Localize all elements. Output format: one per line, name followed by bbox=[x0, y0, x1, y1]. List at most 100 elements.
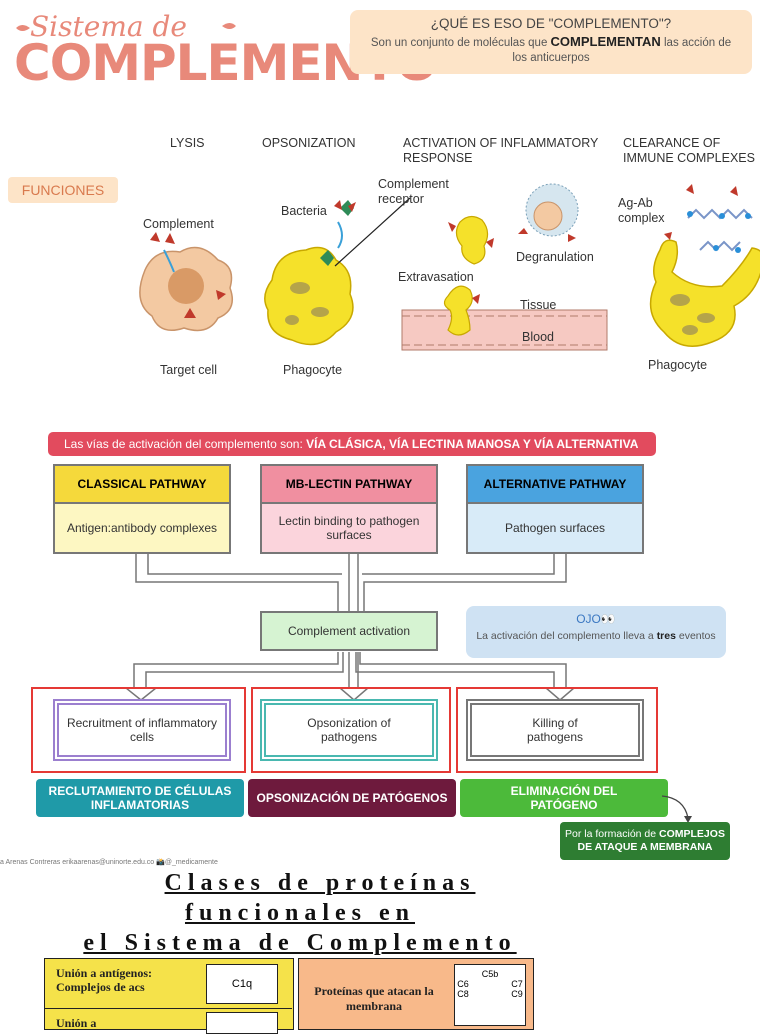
inflammatory-illustration bbox=[401, 183, 608, 351]
phagocyte-granule bbox=[697, 313, 715, 323]
question-body: Son un conjunto de moléculas que COMPLEM… bbox=[350, 34, 752, 66]
target-cell-label: Target cell bbox=[160, 363, 217, 377]
connector-lines bbox=[133, 554, 567, 688]
formation-bold: COMPLEJOS DE ATAQUE A MEMBRANA bbox=[577, 828, 725, 853]
complement-protein bbox=[568, 234, 576, 242]
leaf-ornament-right bbox=[222, 23, 236, 29]
complement-protein bbox=[686, 184, 694, 194]
complement-protein bbox=[486, 238, 494, 248]
phagocyte-granule bbox=[670, 294, 690, 306]
question-body-bold: COMPLEMENTAN bbox=[550, 34, 661, 49]
antigen-dot bbox=[735, 247, 741, 253]
arrowhead-icon bbox=[684, 816, 692, 823]
connector-event-3 bbox=[359, 652, 567, 688]
antigen-dot bbox=[713, 245, 719, 251]
phagocyte-2-label: Phagocyte bbox=[648, 358, 708, 372]
outcome-reclutamiento: RECLUTAMIENTO DE CÉLULAS INFLAMATORIAS bbox=[36, 779, 244, 817]
col-clearance-line2: IMMUNE COMPLEXES bbox=[623, 151, 755, 165]
bacteria-icon bbox=[340, 200, 354, 216]
membrane-attack-label: Proteínas que atacan la membrana bbox=[314, 984, 434, 1013]
phagocyte-shape bbox=[649, 239, 760, 347]
pathway-connectors bbox=[123, 554, 577, 701]
extravasation-label: Extravasation bbox=[398, 270, 474, 284]
event-frame-2 bbox=[251, 687, 451, 773]
question-title: ¿QUÉ ES ESO DE "COMPLEMENTO"? bbox=[430, 16, 672, 31]
complement-protein bbox=[472, 294, 480, 304]
phagocyte-granule bbox=[290, 282, 310, 294]
row-divider bbox=[44, 1008, 292, 1009]
formation-pre: Por la formación de bbox=[565, 828, 660, 840]
question-box: ¿QUÉ ES ESO DE "COMPLEMENTO"? Son un con… bbox=[350, 10, 752, 74]
immune-complex bbox=[699, 240, 741, 252]
antigen-dot bbox=[719, 213, 725, 219]
title-top: Sistema de bbox=[30, 10, 187, 43]
event-killing: Killing of pathogens bbox=[466, 699, 644, 761]
complement-label: Complement bbox=[143, 217, 214, 231]
complement-protein bbox=[664, 232, 672, 240]
phagocyte-granule bbox=[285, 315, 299, 325]
complement-protein bbox=[150, 232, 160, 242]
binding-c1q-value: C1q bbox=[206, 964, 278, 1004]
complement-protein bbox=[165, 233, 175, 244]
opsonization-illustration bbox=[264, 197, 411, 346]
complement-protein bbox=[448, 222, 456, 232]
col-inflammatory-line2: RESPONSE bbox=[403, 151, 473, 165]
classes-title-line2: funcionales en bbox=[184, 900, 415, 926]
complement-protein bbox=[334, 200, 342, 210]
degranulating-cell-nucleus bbox=[533, 201, 563, 231]
classical-pathway-header: CLASSICAL PATHWAY bbox=[53, 464, 231, 504]
question-body-post: las acción de los anticuerpos bbox=[512, 37, 732, 64]
mac-formation-note: Por la formación de COMPLEJOS DE ATAQUE … bbox=[560, 822, 730, 860]
bacteria-label: Bacteria bbox=[281, 204, 327, 218]
event-opsonization: Opsonization of pathogens bbox=[260, 699, 438, 761]
event-recruitment: Recruitment of inflammatory cells bbox=[53, 699, 231, 761]
ojo-text-pre: La activación del complemento lleva a bbox=[476, 630, 657, 642]
membrane-attack-values: C5b C6 C7 C8 C9 bbox=[454, 964, 526, 1026]
question-body-pre: Son un conjunto de moléculas que bbox=[370, 37, 551, 49]
antigen-dot bbox=[745, 213, 751, 219]
bacteria-icon bbox=[320, 250, 334, 266]
classes-title-line3: el Sistema de Complemento bbox=[83, 930, 517, 956]
col-clearance-line1: CLEARANCE OF bbox=[623, 136, 721, 150]
col-inflammatory-line1: ACTIVATION OF INFLAMMATORY bbox=[403, 136, 599, 150]
complement-protein bbox=[730, 186, 738, 196]
antigen-dot bbox=[687, 211, 693, 217]
blood-label: Blood bbox=[522, 330, 554, 344]
connector-event-1 bbox=[145, 652, 344, 688]
outcome-opsonizacion: OPSONIZACIÓN DE PATÓGENOS bbox=[248, 779, 456, 817]
complement-protein bbox=[348, 202, 356, 212]
complement-receptor-line2: receptor bbox=[378, 192, 424, 206]
banner-pre: Las vías de activación del complemento s… bbox=[64, 437, 307, 451]
agab-line1: Ag-Ab bbox=[618, 196, 653, 210]
complement-receptor-line1: Complement bbox=[378, 177, 449, 191]
title-top-text: Sistema de bbox=[30, 10, 187, 43]
connector-classical bbox=[135, 554, 339, 616]
col-opsonization: OPSONIZATION bbox=[262, 136, 356, 150]
col-lysis: LYSIS bbox=[170, 136, 205, 150]
connector-alternative-inner bbox=[362, 554, 555, 575]
phagocyte-granule bbox=[311, 307, 329, 317]
leaf-ornament-left bbox=[16, 25, 30, 31]
agab-line2: complex bbox=[618, 211, 665, 225]
pathways-banner: Las vías de activación del complemento s… bbox=[48, 432, 656, 456]
binding-antigen-label: Unión a antígenos: Complejos de acs bbox=[56, 966, 153, 994]
ojo-note: OJO👀 La activación del complemento lleva… bbox=[466, 606, 726, 658]
event-frame-3 bbox=[456, 687, 658, 773]
complement-protein bbox=[518, 228, 528, 234]
title-ornament bbox=[16, 23, 236, 31]
connector-classical-inner bbox=[147, 554, 342, 575]
banner-bold: VÍA CLÁSICA, VÍA LECTINA MANOSA Y VÍA AL… bbox=[306, 437, 639, 451]
alternative-pathway-trigger: Pathogen surfaces bbox=[466, 504, 644, 554]
degranulation-label: Degranulation bbox=[516, 250, 594, 264]
connector-alternative bbox=[363, 554, 567, 616]
blood-vessel bbox=[401, 309, 608, 351]
extravasating-cell bbox=[443, 285, 473, 336]
ojo-text: La activación del complemento lleva a tr… bbox=[466, 630, 726, 643]
tissue-label: Tissue bbox=[520, 298, 557, 312]
arrow-icon bbox=[337, 221, 343, 249]
connector-event-3-inner bbox=[355, 652, 555, 688]
phagocyte-label: Phagocyte bbox=[283, 363, 343, 377]
binding-row2-value bbox=[206, 1012, 278, 1034]
